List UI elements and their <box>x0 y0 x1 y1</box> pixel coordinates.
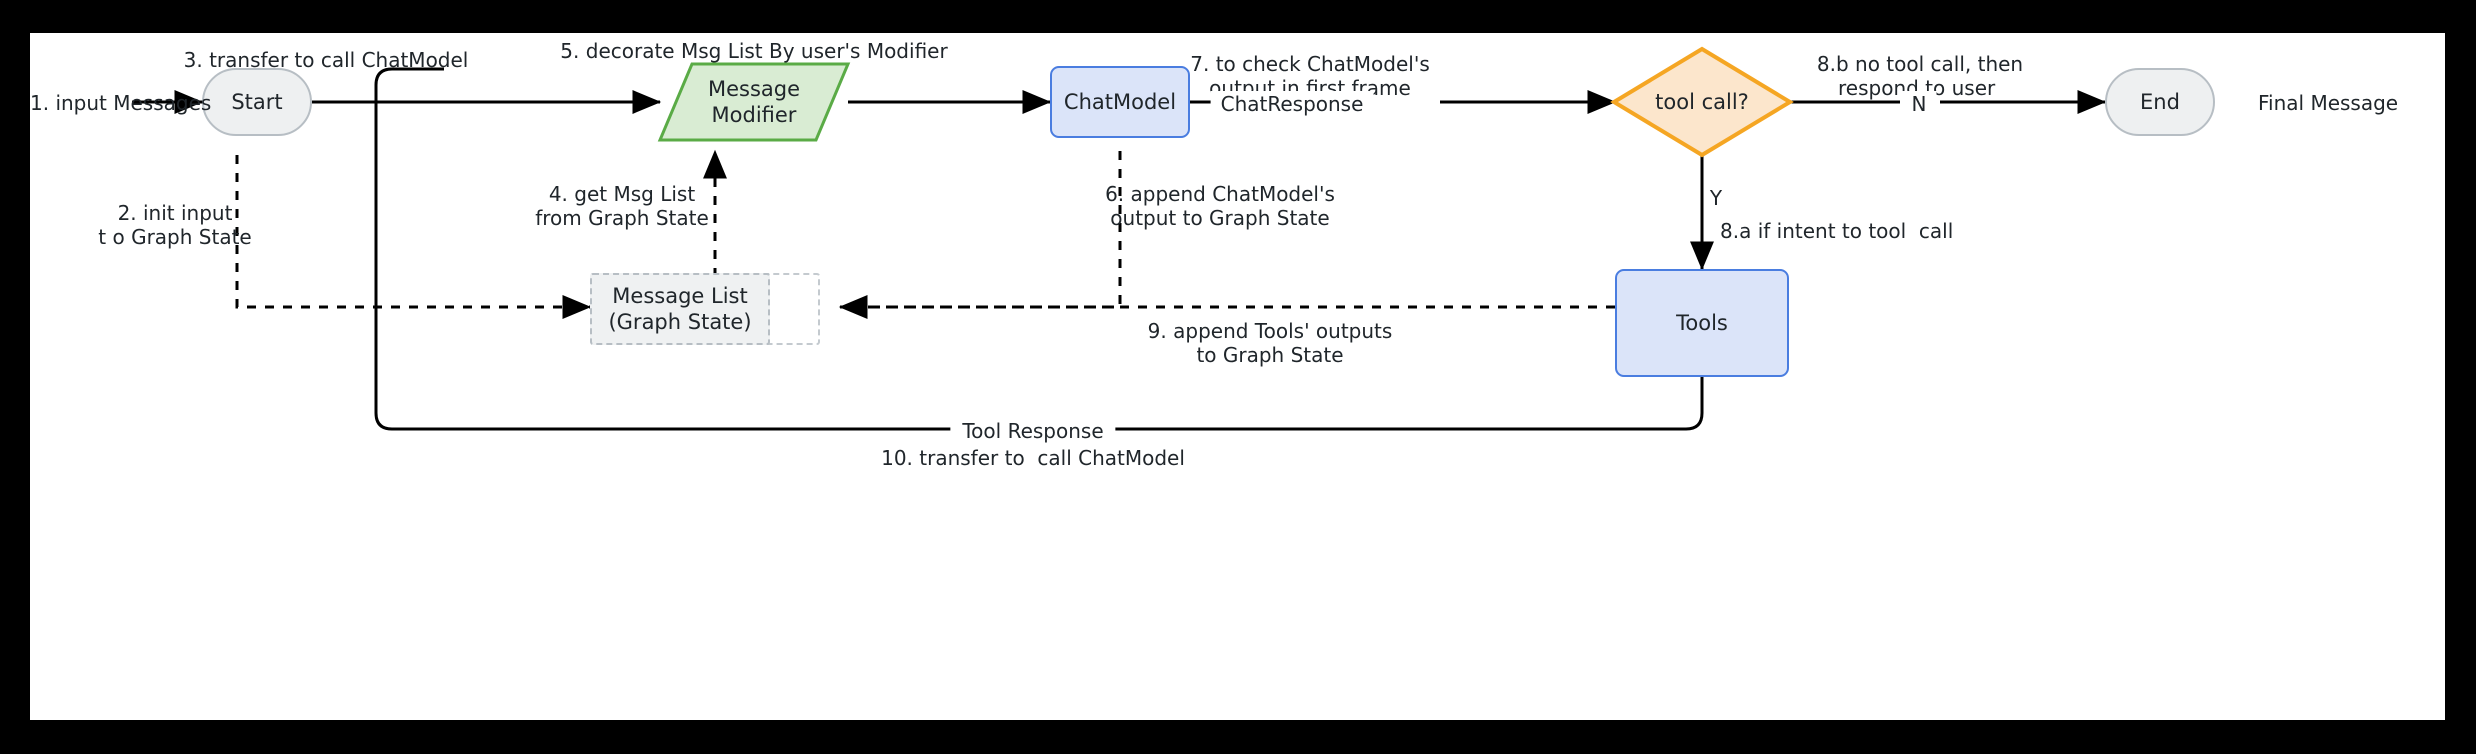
edge-tools-loop-back <box>374 67 1704 431</box>
node-decision-tool-call[interactable] <box>1610 46 1794 158</box>
node-end[interactable]: End <box>2105 68 2215 136</box>
node-message-modifier[interactable] <box>657 62 851 142</box>
label-step-6-line2: output to Graph State <box>1110 206 1330 230</box>
label-step-10: 10. transfer to call ChatModel <box>881 446 1185 470</box>
node-msglist-line2: (Graph State) <box>608 310 752 334</box>
label-step-8a: 8.a if intent to tool call <box>1720 219 1954 243</box>
node-msglist-line1: Message List <box>612 283 748 308</box>
label-step-4-line1: 4. get Msg List <box>548 182 696 206</box>
label-step-4-line2: from Graph State <box>535 206 709 230</box>
edge-chatmodel-to-msglist-dashed <box>838 151 1122 319</box>
node-start[interactable]: Start <box>202 68 312 136</box>
node-tools[interactable]: Tools <box>1615 269 1789 377</box>
label-final-message: Final Message <box>2258 91 2399 115</box>
label-step-8b-line1: 8.b no tool call, then <box>1816 52 2024 76</box>
node-chatmodel[interactable]: ChatModel <box>1050 66 1190 138</box>
label-step-7-line1: 7. to check ChatModel's <box>1190 52 1430 76</box>
edge-start-to-msglist-dashed <box>235 155 592 319</box>
label-branch-no: N <box>1901 91 1937 118</box>
label-tool-response: Tool Response <box>950 418 1116 445</box>
label-branch-yes: Y <box>1709 186 1723 210</box>
label-chat-response: ChatResponse <box>1210 91 1374 118</box>
diagram-canvas: Message Modifier tool call? Start ChatMo… <box>30 33 2445 720</box>
label-step-9-line1: 9. append Tools' outputs <box>1147 319 1393 343</box>
label-step-3: 3. transfer to call ChatModel <box>183 48 469 72</box>
label-step-9-line2: to Graph State <box>1196 343 1344 367</box>
label-step-6-line1: 6. append ChatModel's <box>1105 182 1335 206</box>
label-step-1: 1. input Messages <box>30 91 212 115</box>
node-message-list[interactable]: Message List (Graph State) <box>590 273 770 345</box>
label-step-2-line2: t o Graph State <box>98 225 252 249</box>
shapes-layer <box>657 46 1794 158</box>
label-step-5: 5. decorate Msg List By user's Modifier <box>560 39 948 63</box>
label-step-2-line1: 2. init input <box>117 201 233 225</box>
